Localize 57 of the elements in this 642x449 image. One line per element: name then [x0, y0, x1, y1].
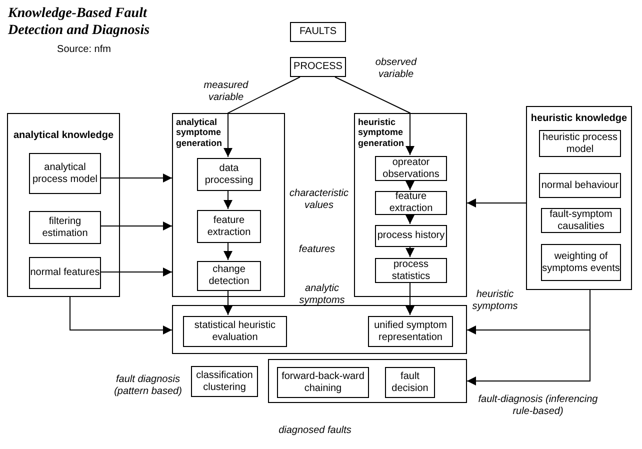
- source-note: Source: nfm: [56, 44, 112, 56]
- annotation-text: analytic symptoms: [298, 283, 346, 307]
- arrow: [224, 76, 300, 158]
- annotation-text: fault diagnosis (pattern based): [113, 374, 183, 398]
- group-frame: [268, 359, 467, 403]
- group-panel: [172, 113, 285, 297]
- annotation-text: diagnosed faults: [278, 425, 352, 437]
- arrow: [406, 180, 414, 190]
- diagram-title: Knowledge-Based Fault Detection and Diagnosis: [8, 6, 151, 40]
- process-box: heuristic process model: [539, 130, 621, 157]
- panel-heading: analytical symptome generation: [176, 117, 224, 148]
- process-box: data processing: [197, 158, 261, 191]
- process-box: fault-symptom causalities: [541, 208, 621, 233]
- annotation-text: measured variable: [202, 80, 250, 104]
- process-box: forward-back-ward chaining: [277, 367, 369, 398]
- panel-heading: heuristic knowledge: [530, 112, 628, 126]
- annotation-text: features: [298, 244, 336, 256]
- process-box: filtering estimation: [29, 211, 101, 244]
- process-box: change detection: [197, 261, 261, 291]
- process-box: unified symptom representation: [368, 316, 453, 347]
- arrow: [224, 242, 232, 260]
- process-box: statistical heuristic evaluation: [183, 316, 287, 347]
- arrow: [224, 290, 232, 316]
- group-panel: [354, 113, 467, 297]
- process-box: opreator observations: [375, 156, 447, 181]
- annotation-text: characteristic values: [288, 188, 350, 212]
- arrow: [100, 174, 172, 182]
- annotation-text: fault-diagnosis (inferencing rule-based): [478, 394, 598, 418]
- process-box: FAULTS: [290, 22, 346, 42]
- arrow: [334, 76, 414, 156]
- arrow: [100, 222, 172, 230]
- process-box: process statistics: [375, 258, 447, 283]
- process-box: weighting of symptoms events: [541, 244, 621, 281]
- process-box: classification clustering: [191, 366, 258, 397]
- annotation-text: heuristic symptoms: [471, 289, 519, 313]
- process-box: normal features: [29, 257, 101, 289]
- group-frame: [172, 305, 467, 354]
- process-box: feature extraction: [375, 191, 447, 215]
- panel-heading: heuristic symptome generation: [358, 117, 406, 148]
- process-box: feature extraction: [197, 210, 261, 243]
- arrow: [406, 282, 414, 316]
- arrow: [224, 190, 232, 210]
- group-panel: [7, 113, 120, 297]
- panel-heading: analytical knowledge: [12, 129, 115, 143]
- group-panel: [526, 106, 632, 290]
- process-box: analytical process model: [29, 153, 101, 194]
- arrow: [406, 214, 414, 224]
- process-box: process history: [375, 225, 447, 247]
- arrow: [100, 268, 172, 276]
- process-box: normal behaviour: [539, 173, 621, 198]
- arrow: [466, 198, 526, 208]
- process-box: fault decision: [385, 367, 435, 398]
- annotation-text: observed variable: [374, 57, 418, 81]
- process-box: PROCESS: [290, 57, 346, 77]
- arrow: [466, 290, 590, 386]
- arrow: [406, 246, 414, 258]
- arrow: [70, 296, 172, 334]
